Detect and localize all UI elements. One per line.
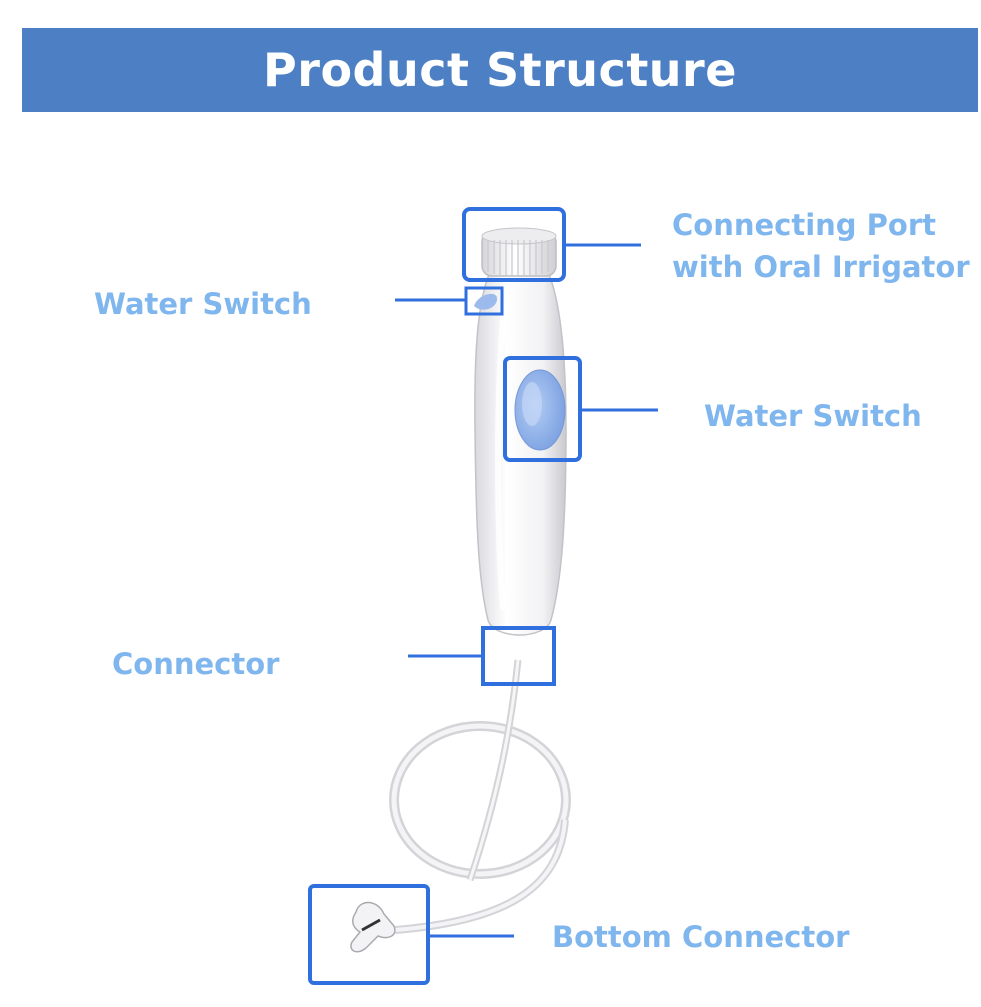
callout-box-water-switch-main <box>503 356 582 462</box>
page-title: Product Structure <box>263 43 737 97</box>
label-connector: Connector <box>112 647 280 681</box>
label-connecting-port-line2: with Oral Irrigator <box>672 250 970 284</box>
label-connecting-port-line1: Connecting Port <box>672 208 937 242</box>
title-banner: Product Structure <box>22 28 978 112</box>
bottom-connector-part <box>350 901 396 953</box>
handle <box>474 271 567 636</box>
hose <box>389 659 571 934</box>
label-bottom-connector: Bottom Connector <box>552 920 850 954</box>
label-connecting-port: Connecting Port with Oral Irrigator <box>672 204 970 288</box>
callout-box-water-switch-small <box>464 286 504 316</box>
callout-box-connector <box>481 626 556 686</box>
main-switch <box>514 369 566 451</box>
label-water-switch-right: Water Switch <box>704 399 922 433</box>
small-switch <box>474 293 498 310</box>
connecting-port <box>481 227 557 277</box>
callout-box-connecting-port <box>462 207 566 282</box>
label-water-switch-left: Water Switch <box>94 287 312 321</box>
